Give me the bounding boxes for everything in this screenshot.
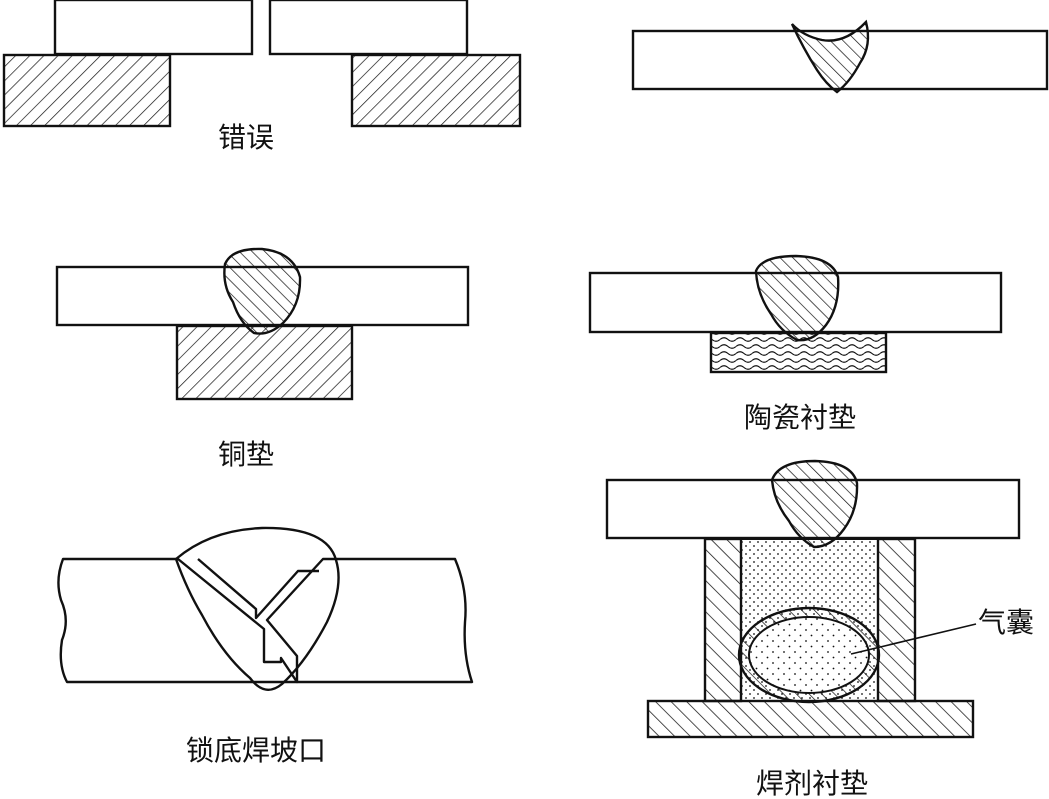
hatched-backing-right bbox=[350, 53, 522, 128]
caption-ceramic-backing: 陶瓷衬垫 bbox=[744, 401, 856, 434]
weld-bead-ceramic bbox=[754, 254, 840, 342]
air-bag-leader-line bbox=[850, 623, 977, 655]
panel-v-weld bbox=[631, 19, 1049, 94]
plate-groove-left bbox=[57, 557, 299, 684]
weld-outline-groove bbox=[174, 526, 340, 691]
hatched-backing-left bbox=[2, 53, 172, 128]
upper-plate-right bbox=[268, 0, 469, 56]
weld-inner-groove bbox=[197, 558, 319, 620]
panel-locked-groove: 锁底焊坡口 bbox=[57, 526, 474, 767]
air-bag-fill bbox=[750, 618, 868, 692]
copper-backing-block bbox=[175, 324, 354, 401]
panel-misalignment: 错误 bbox=[2, 0, 522, 154]
panel-flux-backing: 气囊 焊剂衬垫 bbox=[605, 459, 1034, 799]
hatched-side-left bbox=[703, 537, 743, 703]
weld-bead-v bbox=[790, 19, 870, 94]
panel-copper-backing: 铜垫 bbox=[55, 247, 470, 471]
weld-bead-copper bbox=[223, 247, 302, 335]
caption-copper-backing: 铜垫 bbox=[218, 438, 274, 471]
weld-bead-flux bbox=[770, 459, 859, 549]
panel-ceramic-backing: 陶瓷衬垫 bbox=[588, 254, 1003, 434]
base-plate bbox=[646, 699, 975, 739]
plate-groove-right bbox=[265, 557, 474, 684]
hatched-side-right bbox=[876, 537, 917, 703]
caption-locked-groove: 锁底焊坡口 bbox=[186, 734, 326, 767]
label-air-bag: 气囊 bbox=[978, 606, 1034, 639]
caption-misalignment: 错误 bbox=[218, 121, 274, 154]
upper-plate-left bbox=[53, 0, 254, 56]
caption-flux-backing: 焊剂衬垫 bbox=[756, 767, 868, 799]
